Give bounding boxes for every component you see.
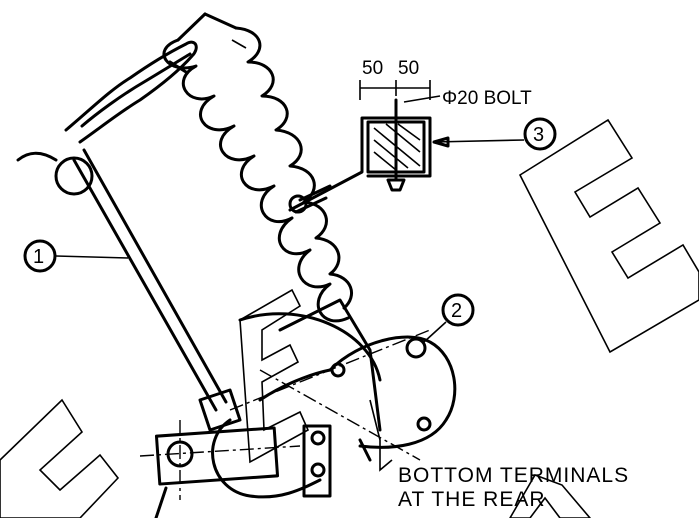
lower-housing: [211, 298, 457, 499]
dimension-lines: [359, 80, 441, 103]
callout-3-circle: [523, 117, 557, 151]
callout-2-label: 2: [451, 300, 462, 322]
note-line-1: BOTTOM TERMINALS: [398, 464, 629, 487]
note-line-2: AT THE REAR: [398, 488, 546, 511]
watermark-letter-bottom-right: [509, 474, 592, 518]
callout-2-circle: [441, 293, 475, 327]
leader-1: [55, 255, 129, 259]
callout-3-label: 3: [533, 124, 544, 146]
watermark-letter-right: [518, 118, 699, 354]
insulator-column: [162, 12, 354, 323]
bottom-terminal-plate: [139, 388, 332, 518]
callout-1-label: 1: [33, 246, 44, 268]
watermark-letter-center: [239, 288, 310, 464]
dimension-right: 50: [398, 58, 419, 79]
mounting-bracket: [288, 98, 432, 214]
dimension-left: 50: [362, 58, 383, 79]
fuse-tube: [72, 148, 228, 412]
bolt-callout: Φ20 BOLT: [442, 88, 532, 109]
watermark-letter-bottom-left: [0, 398, 120, 518]
note-leader: [369, 399, 393, 472]
top-contact-hook: [16, 40, 198, 196]
callout-1-circle: [23, 239, 57, 273]
leader-2: [423, 321, 447, 343]
